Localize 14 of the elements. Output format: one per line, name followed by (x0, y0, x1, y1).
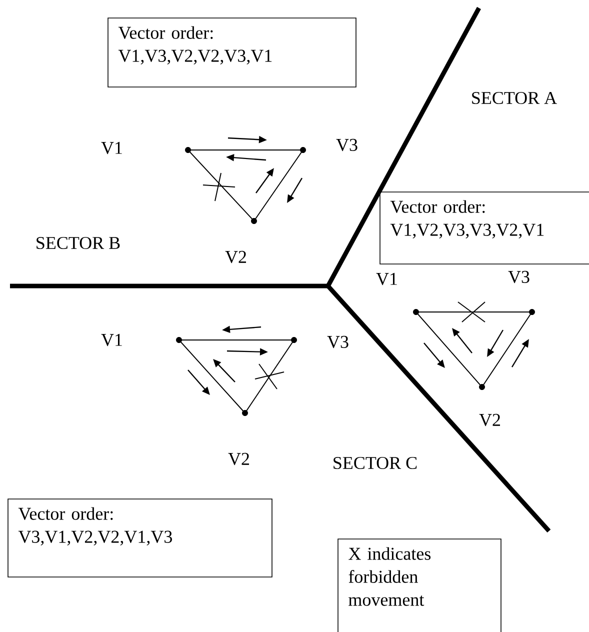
text-label: V1 (101, 334, 122, 346)
text-box: Vector order: V1,V3,V2,V2,V3,V1 (108, 18, 356, 88)
text-label: V2 (225, 250, 246, 264)
text-label: SECTOR B (36, 236, 120, 250)
text-label: V2 (228, 452, 249, 466)
text-label: SECTOR C (334, 456, 417, 470)
text-box: Vector order: V1,V2,V3,V3,V2,V1 (380, 192, 589, 264)
text-label: V3 (336, 138, 358, 152)
text-label: V1 (101, 142, 122, 154)
text-box: Vector order: V3,V1,V2,V2,V1,V3 (8, 498, 272, 578)
text-label: V3 (327, 336, 348, 348)
text-box: X indicates forbidden movement (338, 538, 502, 632)
text-label: V2 (479, 414, 500, 426)
text-label: SECTOR A (472, 92, 557, 104)
